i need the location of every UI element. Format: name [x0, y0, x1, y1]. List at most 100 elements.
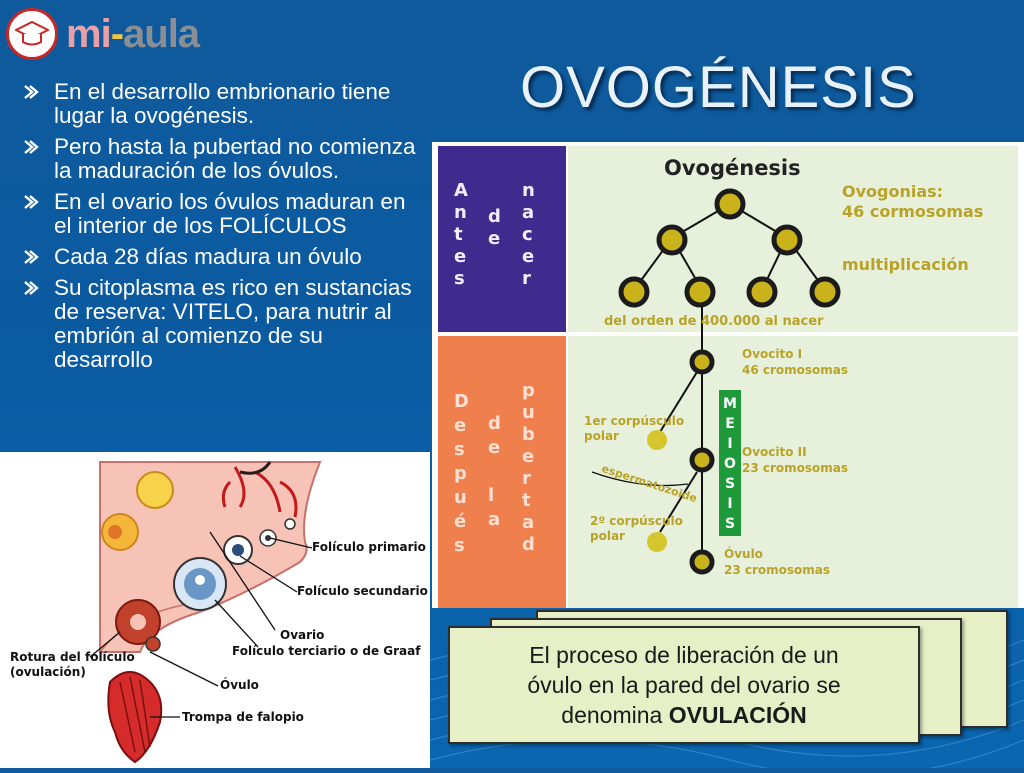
- antes-de-nacer-panel: [438, 146, 566, 332]
- slide-title: OVOGÉNESIS: [520, 55, 917, 120]
- letter: s: [454, 535, 465, 556]
- bullet-text: En el ovario los óvulos maduran en el in…: [54, 189, 406, 238]
- note-text: El proceso de liberación de un óvulo en …: [450, 628, 918, 742]
- letter: b: [522, 424, 535, 445]
- letter: e: [522, 446, 535, 467]
- brand-wordmark: mi-aula: [66, 11, 200, 57]
- letter: é: [454, 511, 467, 532]
- ovocito1-line1: Ovocito I: [742, 347, 803, 361]
- letter: r: [522, 268, 531, 289]
- letter: I: [727, 436, 733, 452]
- ovocito-1-label: Ovocito I 46 cromosomas: [742, 346, 848, 378]
- letter: d: [488, 206, 501, 227]
- bullet-item: En el desarrollo embrionario tiene lugar…: [18, 80, 418, 128]
- letter: M: [723, 396, 737, 412]
- label-foliculo-terciario: Folículo terciario o de Graaf: [232, 644, 421, 658]
- label-ovulo: Óvulo: [220, 678, 259, 692]
- letter: l: [488, 485, 495, 506]
- letter: d: [522, 534, 535, 555]
- label-foliculo-primario: Folículo primario: [312, 540, 426, 554]
- letter: s: [454, 268, 465, 289]
- bullet-item: Pero hasta la pubertad no comienza la ma…: [18, 135, 418, 183]
- ovary-drawing: [89, 461, 322, 764]
- note-line-3-prefix: denomina: [561, 702, 669, 728]
- letter: a: [522, 512, 535, 533]
- letter: e: [454, 415, 467, 436]
- corpusculo1-line1: 1er corpúsculo: [584, 414, 685, 428]
- label-foliculo-secundario: Folículo secundario: [297, 584, 428, 598]
- ovogonias-label: Ovogonias: 46 cormosomas: [842, 182, 983, 222]
- letter: E: [725, 416, 735, 432]
- letter: S: [724, 516, 736, 532]
- ovary-illustration: Folículo primario Folículo secundario Ov…: [0, 452, 430, 768]
- letter: O: [724, 456, 736, 472]
- bullet-item: En el ovario los óvulos maduran en el in…: [18, 190, 418, 238]
- label-trompa: Trompa de falopio: [182, 710, 304, 724]
- note-card-front: El proceso de liberación de un óvulo en …: [448, 626, 920, 744]
- bullet-text: En el desarrollo embrionario tiene lugar…: [54, 79, 391, 128]
- diagram-heading: Ovogénesis: [664, 156, 801, 180]
- letter: a: [488, 509, 501, 530]
- corpusculo2-line1: 2º corpúsculo: [590, 514, 683, 528]
- label-rotura-line1: Rotura del folículo: [10, 650, 135, 664]
- bullet-text: Su citoplasma es rico en sustancias de r…: [54, 275, 412, 372]
- letter: e: [488, 228, 501, 249]
- note-line-2: óvulo en la pared del ovario se: [527, 672, 841, 698]
- arrow-bullet-icon: [24, 195, 39, 209]
- letter: s: [454, 439, 465, 460]
- multiplicacion-label: multiplicación: [842, 255, 969, 274]
- letter: A: [454, 180, 468, 201]
- label-rotura: Rotura del folículo (ovulación): [10, 650, 135, 680]
- del-orden-label: del orden de 400.000 al nacer: [604, 314, 824, 329]
- bullet-item: Su citoplasma es rico en sustancias de r…: [18, 276, 418, 372]
- note-line-1: El proceso de liberación de un: [529, 642, 839, 668]
- brand-logo[interactable]: mi-aula: [6, 6, 200, 62]
- letter: I: [727, 496, 733, 512]
- bullet-text: Cada 28 días madura un óvulo: [54, 244, 362, 269]
- letter: n: [522, 180, 535, 201]
- label-rotura-line2: (ovulación): [10, 665, 86, 679]
- corpusculo2-line2: polar: [590, 529, 625, 543]
- letter: t: [454, 224, 463, 245]
- ovogonias-line2: 46 cormosomas: [842, 202, 984, 221]
- letter: r: [522, 468, 531, 489]
- brand-part-1: mi: [66, 11, 112, 56]
- letter: S: [724, 476, 736, 492]
- note-keyword-ovulacion: OVULACIÓN: [668, 702, 807, 728]
- ovocito2-line2: 23 cromosomas: [742, 461, 849, 475]
- corpusculo1-line2: polar: [584, 429, 619, 443]
- ovocito2-line1: Ovocito II: [742, 445, 807, 459]
- letter: a: [522, 202, 535, 223]
- arrow-bullet-icon: [24, 281, 39, 295]
- bullet-list: En el desarrollo embrionario tiene lugar…: [18, 80, 418, 379]
- ovulo-line2: 23 cromosomas: [724, 563, 831, 577]
- letter: D: [454, 391, 469, 412]
- letter: t: [522, 490, 531, 511]
- despues-de-pubertad-panel: [438, 336, 566, 608]
- arrow-bullet-icon: [24, 85, 39, 99]
- diagram-drawing: [591, 188, 841, 575]
- ovogonias-line1: Ovogonias:: [842, 182, 944, 201]
- arrow-bullet-icon: [24, 250, 39, 264]
- letter: e: [488, 437, 501, 458]
- letter: n: [454, 202, 467, 223]
- arrow-bullet-icon: [24, 140, 39, 154]
- brand-part-2: aula: [123, 11, 200, 56]
- corpusculo-1-label: 1er corpúsculo polar: [584, 414, 684, 444]
- ovulo-line1: Óvulo: [724, 547, 763, 561]
- meiosis-panel: [568, 336, 1018, 608]
- letter: p: [454, 463, 467, 484]
- letter: e: [454, 246, 467, 267]
- letter: u: [522, 402, 535, 423]
- letter: c: [522, 224, 533, 245]
- note-line-3: denomina OVULACIÓN: [527, 700, 840, 730]
- graduation-cap-icon: [6, 8, 58, 60]
- bullet-item: Cada 28 días madura un óvulo: [18, 245, 418, 269]
